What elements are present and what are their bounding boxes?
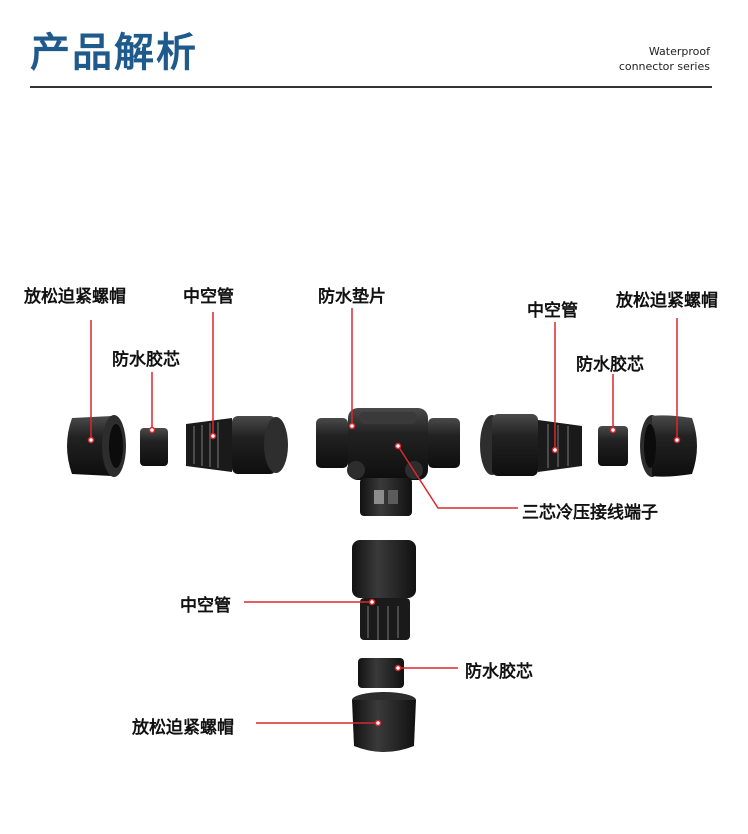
label-top-right-hollow-tube: 中空管 xyxy=(527,301,578,321)
top-left-hollow-tube xyxy=(186,416,288,474)
top-right-lock-nut xyxy=(640,415,697,477)
subtitle-line-2: connector series xyxy=(618,60,710,73)
top-left-rubber-core xyxy=(140,428,168,466)
top-left-lock-nut xyxy=(67,415,126,477)
bottom-rubber-core xyxy=(358,658,404,688)
label-top-left-hollow-tube: 中空管 xyxy=(183,287,234,307)
label-waterproof-gasket: 防水垫片 xyxy=(318,287,386,307)
label-bottom-rubber-core: 防水胶芯 xyxy=(465,662,533,682)
top-right-rubber-core xyxy=(598,426,628,466)
leader-lines xyxy=(90,308,678,724)
top-right-hollow-tube xyxy=(480,414,582,476)
label-top-right-lock-nut: 放松迫紧螺帽 xyxy=(616,291,718,311)
bottom-lock-nut xyxy=(352,692,416,752)
bottom-hollow-tube xyxy=(352,540,416,640)
label-crimp-terminal: 三芯冷压接线端子 xyxy=(522,503,658,523)
leader-dots xyxy=(87,422,681,727)
label-top-right-rubber-core: 防水胶芯 xyxy=(576,355,644,375)
header-divider xyxy=(30,86,712,88)
subtitle-line-1: Waterproof xyxy=(648,45,710,58)
label-top-left-rubber-core: 防水胶芯 xyxy=(112,350,180,370)
series-subtitle: Waterproof connector series xyxy=(619,44,710,74)
page-title: 产品解析 xyxy=(30,30,198,76)
label-bottom-hollow-tube: 中空管 xyxy=(180,596,231,616)
label-top-left-lock-nut: 放松迫紧螺帽 xyxy=(24,287,126,307)
label-bottom-lock-nut: 放松迫紧螺帽 xyxy=(132,718,234,738)
t-body xyxy=(316,408,460,516)
